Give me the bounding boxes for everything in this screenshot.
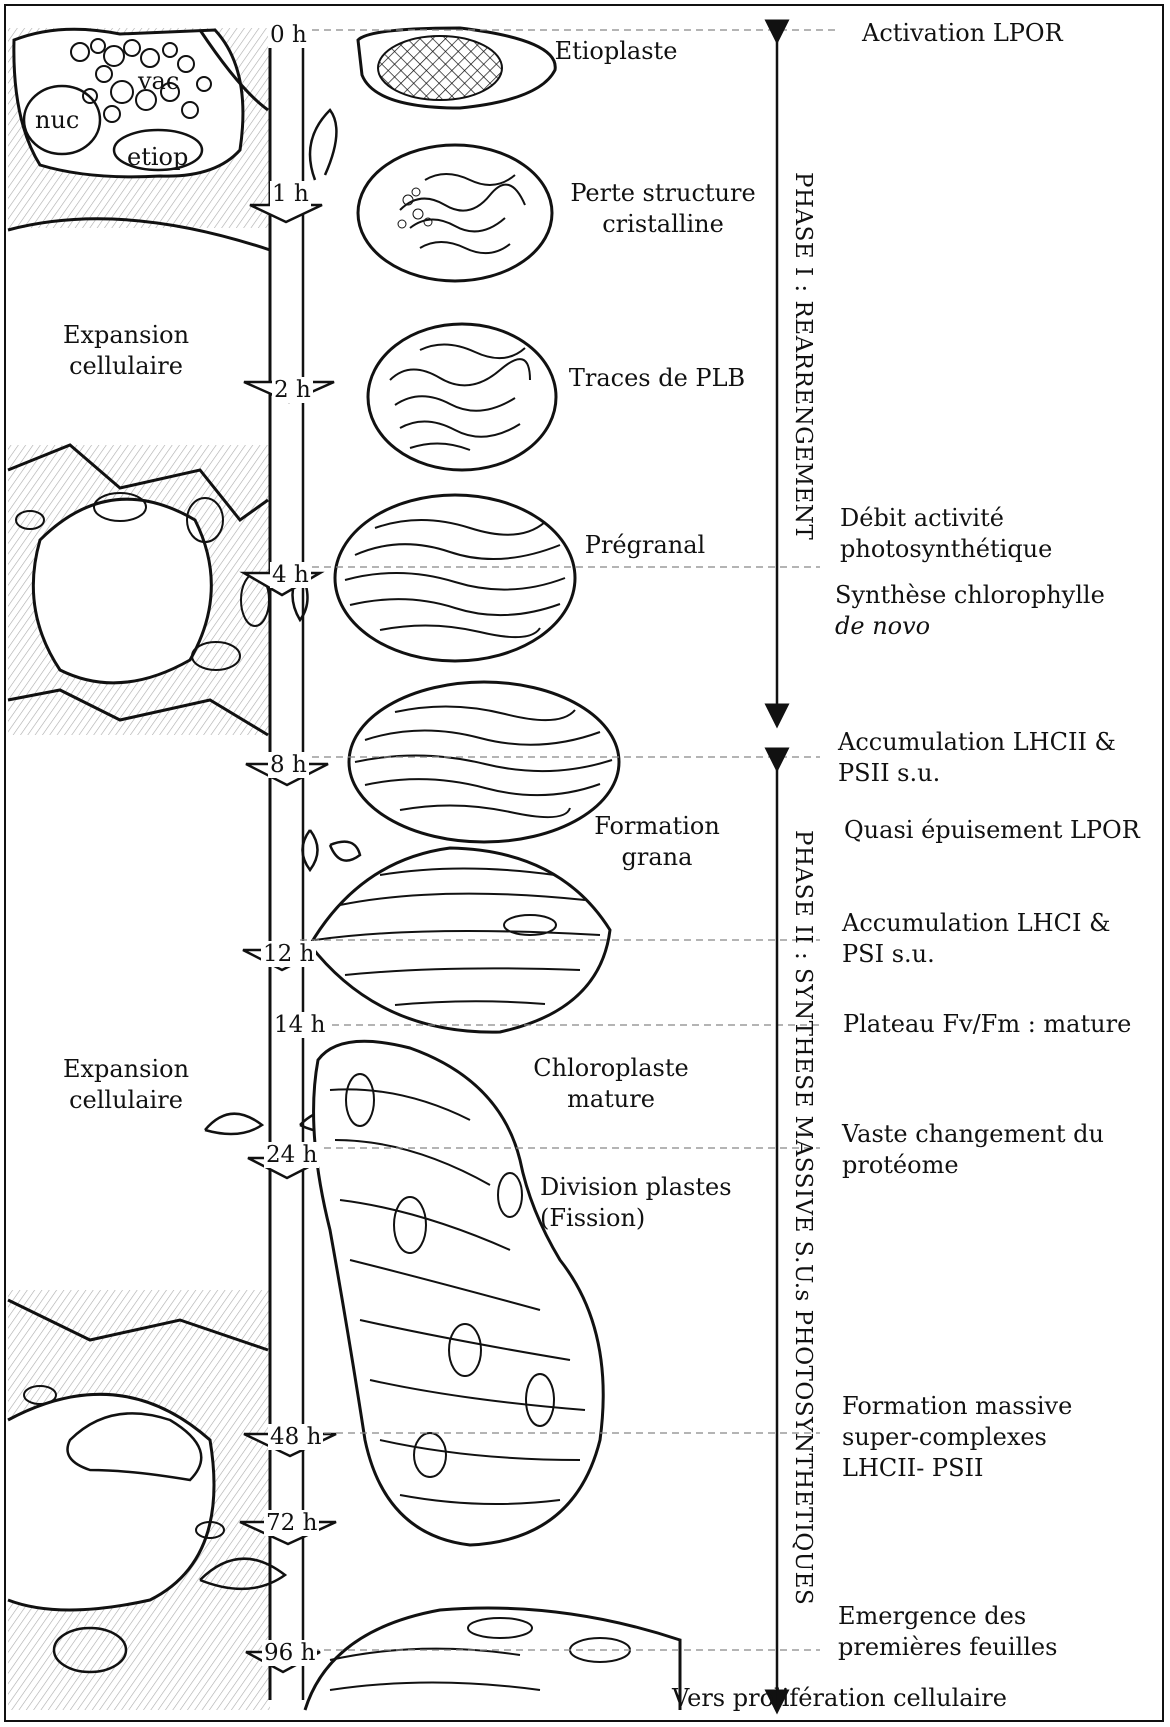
event-synthese-2: de novo <box>835 611 930 642</box>
plastid-bottom-partial <box>305 1608 680 1710</box>
label-formation-1: Formation <box>594 811 720 842</box>
expansion-line-1: Expansion <box>63 1054 189 1085</box>
plastid-8h <box>349 682 619 842</box>
event-debit-2: photosynthétique <box>840 534 1052 565</box>
event-vers: Vers prolifération cellulaire <box>672 1683 1007 1714</box>
label-pregranal: Prégranal <box>585 530 705 561</box>
cell-group-top <box>8 28 270 250</box>
event-accum-lhci-2: PSI s.u. <box>842 939 935 970</box>
event-accum-lhci-1: Accumulation LHCI & <box>842 908 1110 939</box>
label-vac: vac <box>138 66 179 97</box>
label-division-2: (Fission) <box>540 1203 645 1234</box>
plastid-traces-plb <box>368 324 556 470</box>
event-vaste-2: protéome <box>842 1150 959 1181</box>
plastid-pregranal <box>335 495 575 661</box>
tick-48h: 48 h <box>268 1424 323 1450</box>
event-quasi: Quasi épuisement LPOR <box>844 815 1140 846</box>
phase-2-label: PHASE II : SYNTHESE MASSIVE S.U.s PHOTOS… <box>790 830 816 1605</box>
event-formation-2: super-complexes <box>842 1422 1047 1453</box>
event-emergence-1: Emergence des <box>838 1601 1026 1632</box>
tick-14h: 14 h <box>272 1012 327 1038</box>
label-formation-2: grana <box>622 842 693 873</box>
tick-0h: 0 h <box>268 22 309 48</box>
plastid-etioplast <box>358 28 555 108</box>
event-accum-lhcii-2: PSII s.u. <box>838 758 940 789</box>
tick-96h: 96 h <box>262 1640 317 1666</box>
expansion-line-1: Expansion <box>63 320 189 351</box>
event-debit-1: Débit activité <box>840 503 1004 534</box>
label-chloroplaste-1: Chloroplaste <box>533 1053 688 1084</box>
event-formation-1: Formation massive <box>842 1391 1072 1422</box>
expansion-line-2: cellulaire <box>69 1085 183 1116</box>
tick-1h: 1 h <box>270 181 311 207</box>
label-perte-1: Perte structure <box>570 178 755 209</box>
event-emergence-2: premières feuilles <box>838 1632 1057 1663</box>
cell-group-middle <box>8 445 270 735</box>
tick-12h: 12 h <box>261 941 316 967</box>
label-chloroplaste-2: mature <box>567 1084 655 1115</box>
label-traces: Traces de PLB <box>569 363 745 394</box>
event-synthese-1: Synthèse chlorophylle <box>835 580 1105 611</box>
tick-2h: 2 h <box>272 377 313 403</box>
event-plateau: Plateau Fv/Fm : mature <box>843 1009 1131 1040</box>
expansion-line-2: cellulaire <box>69 351 183 382</box>
tick-72h: 72 h <box>264 1510 319 1536</box>
tick-4h: 4 h <box>270 562 311 588</box>
event-vaste-1: Vaste changement du <box>842 1119 1104 1150</box>
tick-8h: 8 h <box>268 752 309 778</box>
tick-24h: 24 h <box>264 1142 319 1168</box>
label-perte-2: cristalline <box>602 209 724 240</box>
cell-group-bottom <box>8 1290 270 1710</box>
label-division-1: Division plastes <box>540 1172 732 1203</box>
plastid-perte-structure <box>358 145 552 281</box>
event-activation: Activation LPOR <box>862 18 1063 49</box>
phase-1-label: PHASE I : REARRENGEMENT <box>790 172 816 540</box>
event-formation-3: LHCII- PSII <box>842 1453 983 1484</box>
label-nuc: nuc <box>35 105 79 136</box>
plastid-chloroplaste-mature <box>314 1041 604 1545</box>
label-etioplaste: Etioplaste <box>555 36 678 67</box>
event-accum-lhcii-1: Accumulation LHCII & <box>838 727 1116 758</box>
label-etiop: etiop <box>127 142 188 173</box>
